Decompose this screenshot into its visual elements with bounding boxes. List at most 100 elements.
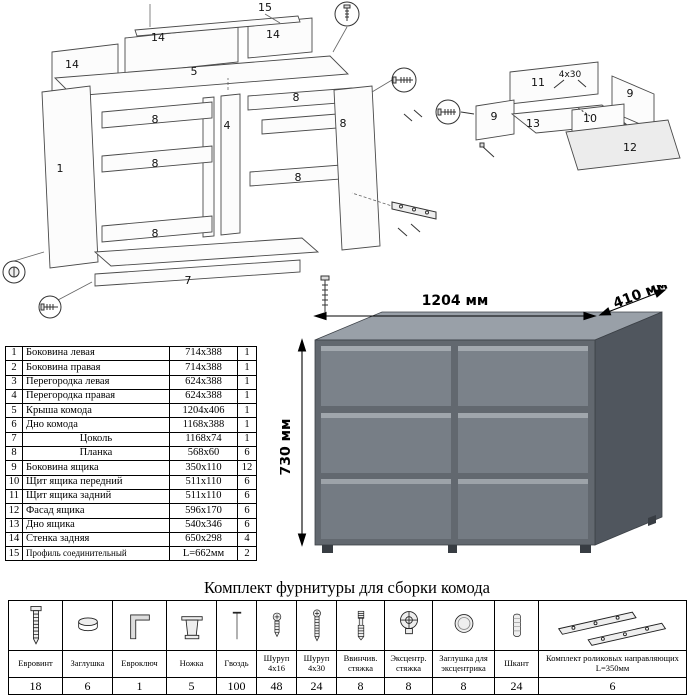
- parts-cell-num: 3: [5, 374, 23, 390]
- parts-cell-num: 6: [5, 417, 23, 433]
- rails-icon: [538, 600, 687, 651]
- part-number-label: 13: [526, 117, 540, 130]
- hw-item-qty: 6: [538, 677, 687, 695]
- hw-item-qty: 6: [62, 677, 113, 695]
- drawer-side-panel-shape: [475, 99, 515, 141]
- bolt-icon: [336, 600, 385, 651]
- plinth-shape: [94, 259, 301, 287]
- part-number-label: 8: [293, 91, 300, 104]
- part-number-label: 8: [152, 113, 159, 126]
- part-number-label: 9: [627, 87, 634, 100]
- leg-icon: [166, 600, 217, 651]
- parts-cell-size: 1204x406: [169, 403, 238, 419]
- parts-cell-num: 13: [5, 517, 23, 533]
- part-number-label: 8: [340, 117, 347, 130]
- dresser-right-face: [594, 311, 663, 546]
- parts-cell-qty: 6: [237, 517, 257, 533]
- depth-dimension-label: 410 мм: [611, 285, 670, 312]
- hw-item-label: Евроключ: [112, 650, 167, 678]
- hw-item-qty: 5: [166, 677, 217, 695]
- width-dimension-label: 1204 мм: [422, 293, 489, 309]
- divider-panel-shape: [220, 93, 241, 236]
- parts-cell-qty: 4: [237, 531, 257, 548]
- plug-icon: [62, 600, 113, 651]
- parts-cell-name: Дно ящика: [22, 517, 170, 533]
- parts-cell-name: Щит ящика передний: [22, 474, 170, 490]
- hw-item-qty: 8: [384, 677, 433, 695]
- plank-shape: [101, 145, 213, 173]
- parts-cell-qty: 6: [237, 488, 257, 505]
- part-number-label: 14: [65, 58, 79, 71]
- part-number-label: 1: [57, 162, 64, 175]
- parts-cell-num: 5: [5, 403, 23, 419]
- parts-cell-qty: 1: [237, 360, 257, 376]
- plank-shape: [101, 215, 213, 243]
- parts-cell-name: Стенка задняя: [22, 531, 170, 548]
- parts-cell-qty: 1: [237, 388, 257, 405]
- height-dimension-label: 730 мм: [280, 419, 294, 476]
- hw-item-qty: 1: [112, 677, 167, 695]
- parts-cell-qty: 1: [237, 403, 257, 419]
- dresser-render: 1204 мм 410 мм 730 мм: [280, 285, 670, 553]
- parts-cell-name: Фасад ящика: [22, 503, 170, 519]
- leader-lines: [13, 4, 396, 301]
- hw-item-label: Комплект роликовых направляющих L=350мм: [538, 650, 687, 678]
- parts-cell-num: 8: [5, 446, 23, 462]
- screw-long-icon: [296, 600, 337, 651]
- cam-plug-icon: [432, 600, 495, 651]
- dresser-legs: [322, 515, 656, 553]
- parts-cell-qty: 2: [237, 546, 257, 562]
- hex-key-icon: [112, 600, 167, 651]
- parts-cell-qty: 12: [237, 460, 257, 476]
- hardware-kit-title: Комплект фурнитуры для сборки комода: [203, 578, 490, 597]
- dowel-icon: [494, 600, 539, 651]
- parts-cell-size: 568x60: [169, 446, 238, 462]
- parts-cell-qty: 1: [237, 374, 257, 390]
- part-number-label: 11: [531, 76, 545, 89]
- hw-item-label: Заглушка: [62, 650, 113, 678]
- drawer-front: [458, 346, 588, 406]
- hw-item-qty: 48: [256, 677, 297, 695]
- part-number-label: 10: [583, 112, 597, 125]
- parts-cell-name: Цоколь: [22, 431, 170, 448]
- parts-cell-num: 12: [5, 503, 23, 519]
- part-number-label: 5: [191, 65, 198, 78]
- parts-cell-qty: 6: [237, 474, 257, 490]
- part-number-label: 8: [295, 171, 302, 184]
- plank-shape: [101, 101, 213, 129]
- part-number-label: 4: [224, 119, 231, 132]
- parts-cell-name: Перегородка правая: [22, 388, 170, 405]
- hw-item-qty: 100: [216, 677, 257, 695]
- hw-item-qty: 8: [336, 677, 385, 695]
- parts-cell-num: 14: [5, 531, 23, 548]
- parts-cell-size: 511x110: [169, 474, 238, 490]
- parts-cell-qty: 1: [237, 345, 257, 362]
- drawer-rail-shape: [391, 201, 437, 220]
- screw-icon: [343, 4, 351, 21]
- parts-cell-size: 596x170: [169, 503, 238, 519]
- parts-cell-name: Крыша комода: [22, 403, 170, 419]
- hw-item-qty: 18: [8, 677, 63, 695]
- drawer-front: [458, 413, 588, 473]
- part-number-label: 9: [491, 110, 498, 123]
- hardware-callouts: [2, 1, 437, 319]
- hw-item-label: Заглушка для эксцентрика: [432, 650, 495, 678]
- cam-icon: [8, 266, 20, 278]
- parts-cell-num: 2: [5, 360, 23, 376]
- hw-item-label: Ввинчив. стяжка: [336, 650, 385, 678]
- parts-cell-size: 350x110: [169, 460, 238, 476]
- screw-icon: [479, 142, 495, 158]
- parts-cell-name: Планка: [22, 446, 170, 462]
- cam-bolt-icon: [392, 76, 413, 84]
